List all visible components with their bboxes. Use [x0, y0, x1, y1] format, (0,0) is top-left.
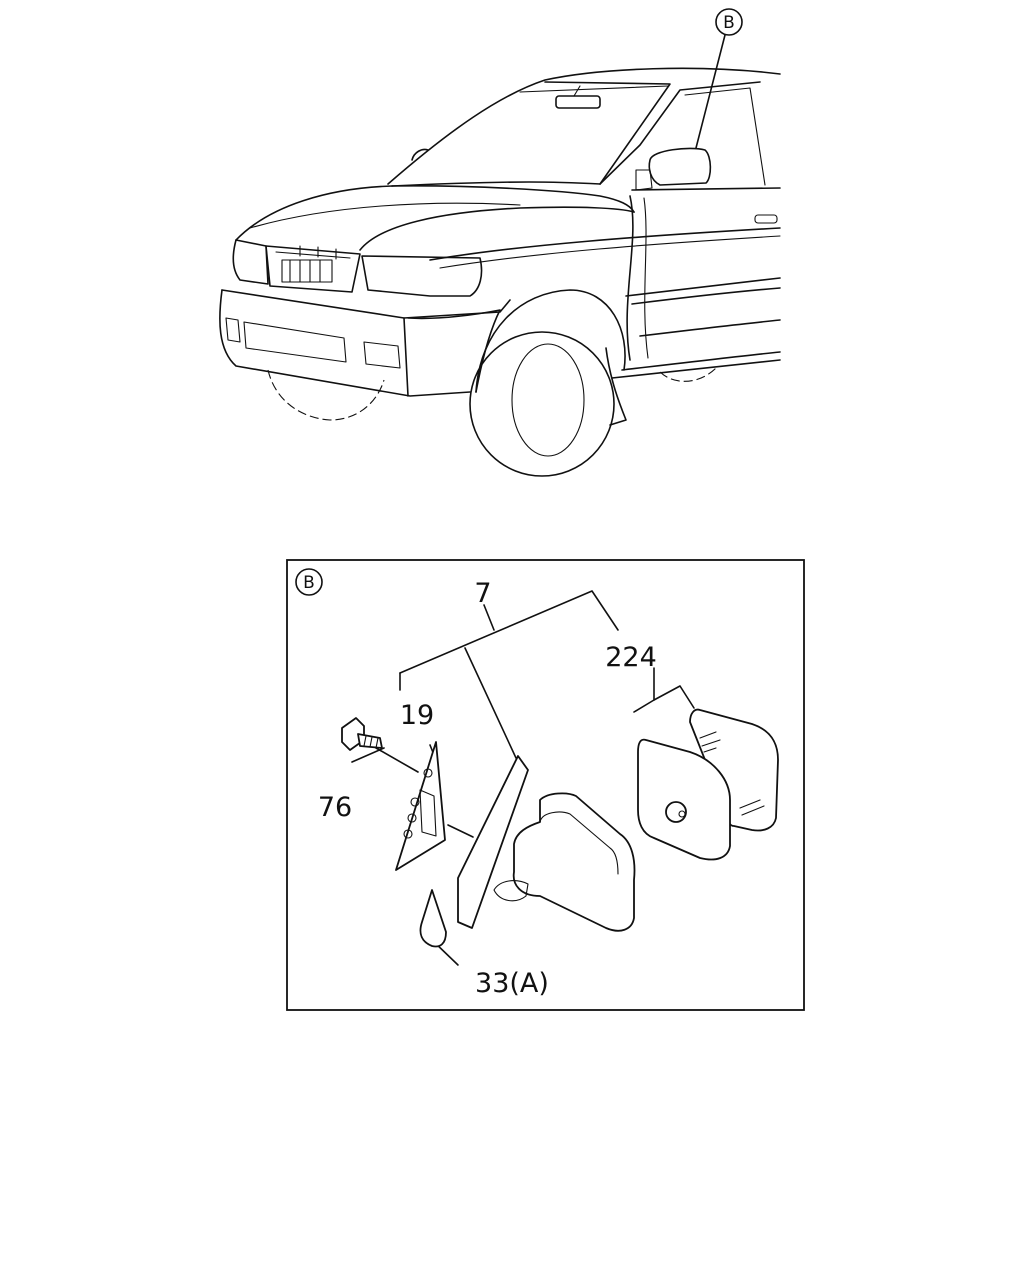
mirror-glass [637, 708, 779, 861]
gasket-plate [395, 741, 446, 871]
vehicle-illustration [219, 67, 781, 477]
overview-callout: B [695, 8, 743, 149]
label-gasket: 19 [400, 700, 434, 731]
bolt [341, 717, 383, 751]
label-bolt: 76 [318, 792, 352, 823]
label-assembly: 7 [474, 578, 491, 609]
detail-frame [286, 559, 805, 1011]
detail-callout-label: B [303, 573, 315, 593]
detail-callout: B [295, 568, 323, 596]
leader-lines [351, 590, 695, 966]
label-cover: 33(A) [475, 968, 549, 999]
overview-callout-label: B [723, 13, 735, 33]
mirror-assembly [457, 755, 636, 932]
cover [419, 889, 447, 948]
label-glass: 224 [605, 642, 657, 673]
